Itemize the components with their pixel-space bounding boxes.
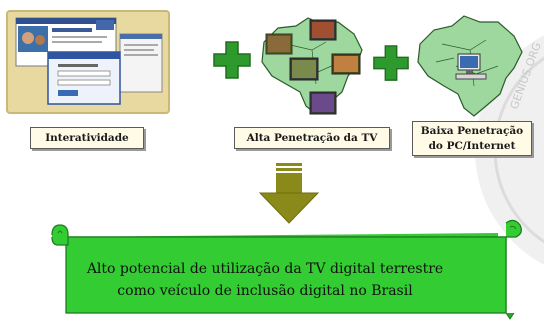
plus-icon bbox=[373, 45, 409, 81]
down-arrow-icon bbox=[258, 163, 320, 224]
label-text: Alta Penetração da TV bbox=[246, 131, 378, 144]
scroll-line-1: Alto potencial de utilização da TV digit… bbox=[86, 261, 444, 277]
label-interatividade: Interatividade bbox=[30, 127, 144, 149]
scroll-banner bbox=[51, 219, 522, 320]
scroll-message: Alto potencial de utilização da TV digit… bbox=[60, 258, 470, 306]
label-alta-penetracao: Alta Penetração da TV bbox=[234, 127, 390, 149]
brazil-tv-map bbox=[261, 17, 363, 115]
interactivity-image bbox=[6, 10, 170, 114]
label-text-line1: Baixa Penetração bbox=[420, 125, 524, 138]
plus-icon bbox=[213, 41, 251, 79]
label-baixa-penetracao: Baixa Penetração do PC/Internet bbox=[412, 121, 532, 156]
brazil-pc-map bbox=[417, 15, 523, 117]
scroll-line-2: como veículo de inclusão digital no Bras… bbox=[117, 283, 413, 299]
screen-windows-illustration bbox=[15, 17, 163, 105]
label-text-line2: do PC/Internet bbox=[428, 139, 516, 152]
label-text: Interatividade bbox=[45, 131, 129, 144]
